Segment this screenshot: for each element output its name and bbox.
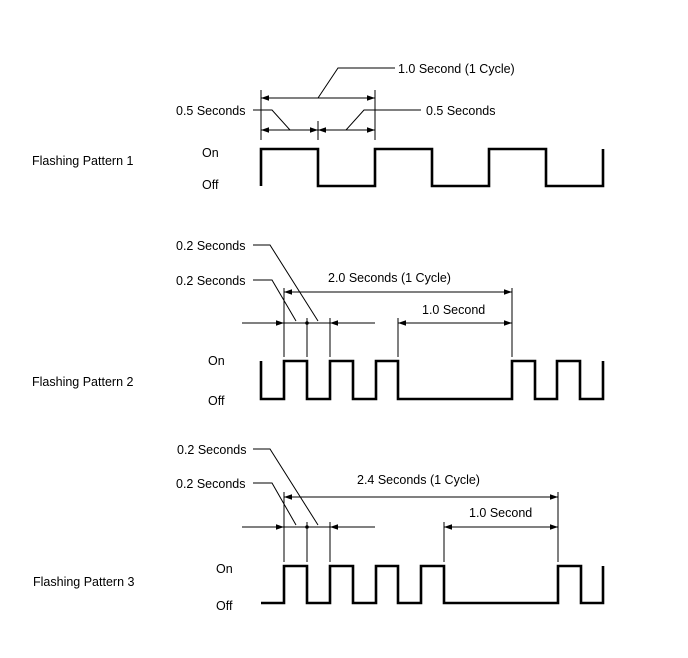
pattern-3-pulse-a-leader (253, 448, 319, 526)
pattern-2-gap-label: 1.0 Second (422, 303, 485, 317)
pattern-3-off-label: Off (216, 599, 233, 613)
pattern-2-pulse-b-label: 0.2 Seconds (176, 274, 246, 288)
pattern-2-cycle-label: 2.0 Seconds (1 Cycle) (328, 271, 451, 285)
pattern-3-pulse-a-label: 0.2 Seconds (177, 443, 247, 457)
pattern-2-pulse-b-leader (253, 279, 297, 322)
pattern-2-waveform (259, 359, 605, 401)
pattern-1-right-leader (345, 109, 421, 131)
pattern-2-pulse-a-label: 0.2 Seconds (176, 239, 246, 253)
pattern-1-waveform (259, 147, 605, 188)
pattern-1-cycle-label: 1.0 Second (1 Cycle) (398, 62, 515, 76)
pattern-3-pulse-b-label: 0.2 Seconds (176, 477, 246, 491)
pattern-3-title: Flashing Pattern 3 (33, 575, 134, 589)
pattern-1: Flashing Pattern 1 On Off 1.0 Second (1 … (32, 62, 605, 192)
pattern-1-on-label: On (202, 146, 219, 160)
pattern-2: Flashing Pattern 2 On Off 2.0 Seconds (1… (32, 239, 605, 408)
pattern-1-title: Flashing Pattern 1 (32, 154, 133, 168)
pattern-2-on-label: On (208, 354, 225, 368)
pattern-1-left-label: 0.5 Seconds (176, 104, 246, 118)
pattern-2-pulse-dot (305, 321, 309, 325)
pattern-3-waveform (261, 564, 605, 605)
pattern-3-pulse-dot (305, 525, 309, 529)
pattern-3-gap-label: 1.0 Second (469, 506, 532, 520)
pattern-2-title: Flashing Pattern 2 (32, 375, 133, 389)
pattern-2-off-label: Off (208, 394, 225, 408)
pattern-3-pulse-b-leader (253, 482, 297, 526)
pattern-1-left-leader (253, 109, 291, 131)
pattern-3-cycle-label: 2.4 Seconds (1 Cycle) (357, 473, 480, 487)
pattern-1-off-label: Off (202, 178, 219, 192)
pattern-3-on-label: On (216, 562, 233, 576)
pattern-1-right-label: 0.5 Seconds (426, 104, 496, 118)
pattern-3: Flashing Pattern 3 On Off 2.4 Seconds (1… (33, 443, 605, 613)
pattern-1-cycle-leader (317, 67, 395, 99)
pattern-2-pulse-a-leader (253, 244, 319, 322)
